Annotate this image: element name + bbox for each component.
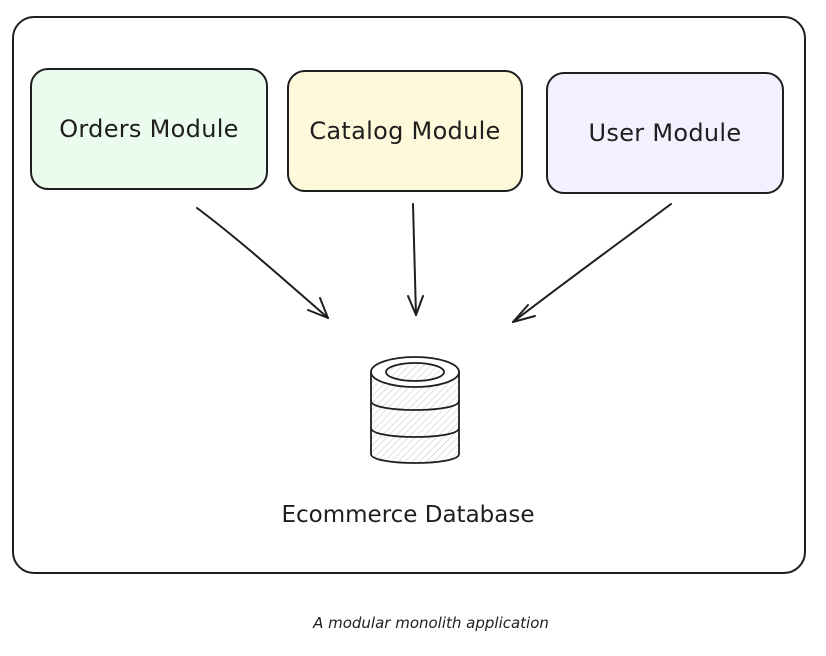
user-module-box[interactable]: User Module xyxy=(546,72,784,194)
diagram-caption: A modular monolith application xyxy=(313,614,549,632)
application-boundary xyxy=(12,16,806,574)
orders-module-label: Orders Module xyxy=(59,115,239,143)
catalog-module-box[interactable]: Catalog Module xyxy=(287,70,523,192)
catalog-module-label: Catalog Module xyxy=(309,117,501,145)
user-module-label: User Module xyxy=(588,119,742,147)
database-label: Ecommerce Database xyxy=(281,502,535,528)
database-icon xyxy=(370,356,460,464)
orders-module-box[interactable]: Orders Module xyxy=(30,68,268,190)
